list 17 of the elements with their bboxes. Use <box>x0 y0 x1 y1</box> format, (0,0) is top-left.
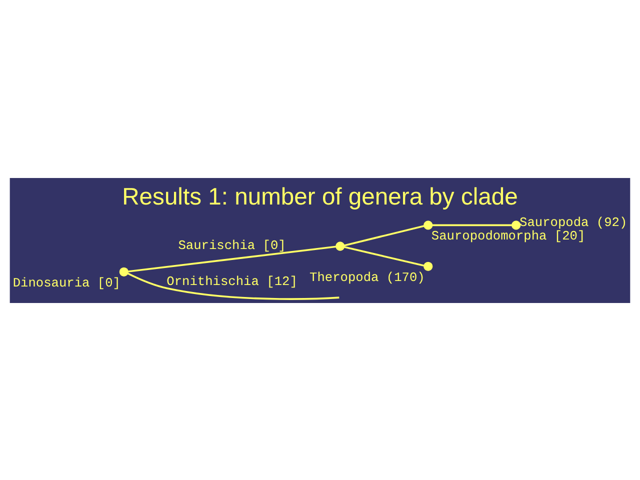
node-circle <box>512 220 521 230</box>
connector <box>127 272 340 300</box>
edge-label: Ornithischia [12] <box>166 273 298 288</box>
node-circle <box>424 261 433 270</box>
node-label: Dinosauria [0] <box>12 274 120 290</box>
node-label: Sauropodomorpha [20] <box>431 228 586 244</box>
edge-label: Saurischia [0] <box>178 238 286 253</box>
connector <box>432 224 512 226</box>
node-circle <box>336 241 345 250</box>
diagram-title: Results 1: number of genera by clade <box>122 182 518 210</box>
node-circle <box>424 220 433 230</box>
node-label: Sauropoda (92) <box>520 214 628 230</box>
connector <box>128 245 336 272</box>
node-circle <box>119 266 128 276</box>
node-label: Theropoda (170) <box>310 269 425 284</box>
connector <box>344 224 424 246</box>
connector <box>344 246 424 266</box>
